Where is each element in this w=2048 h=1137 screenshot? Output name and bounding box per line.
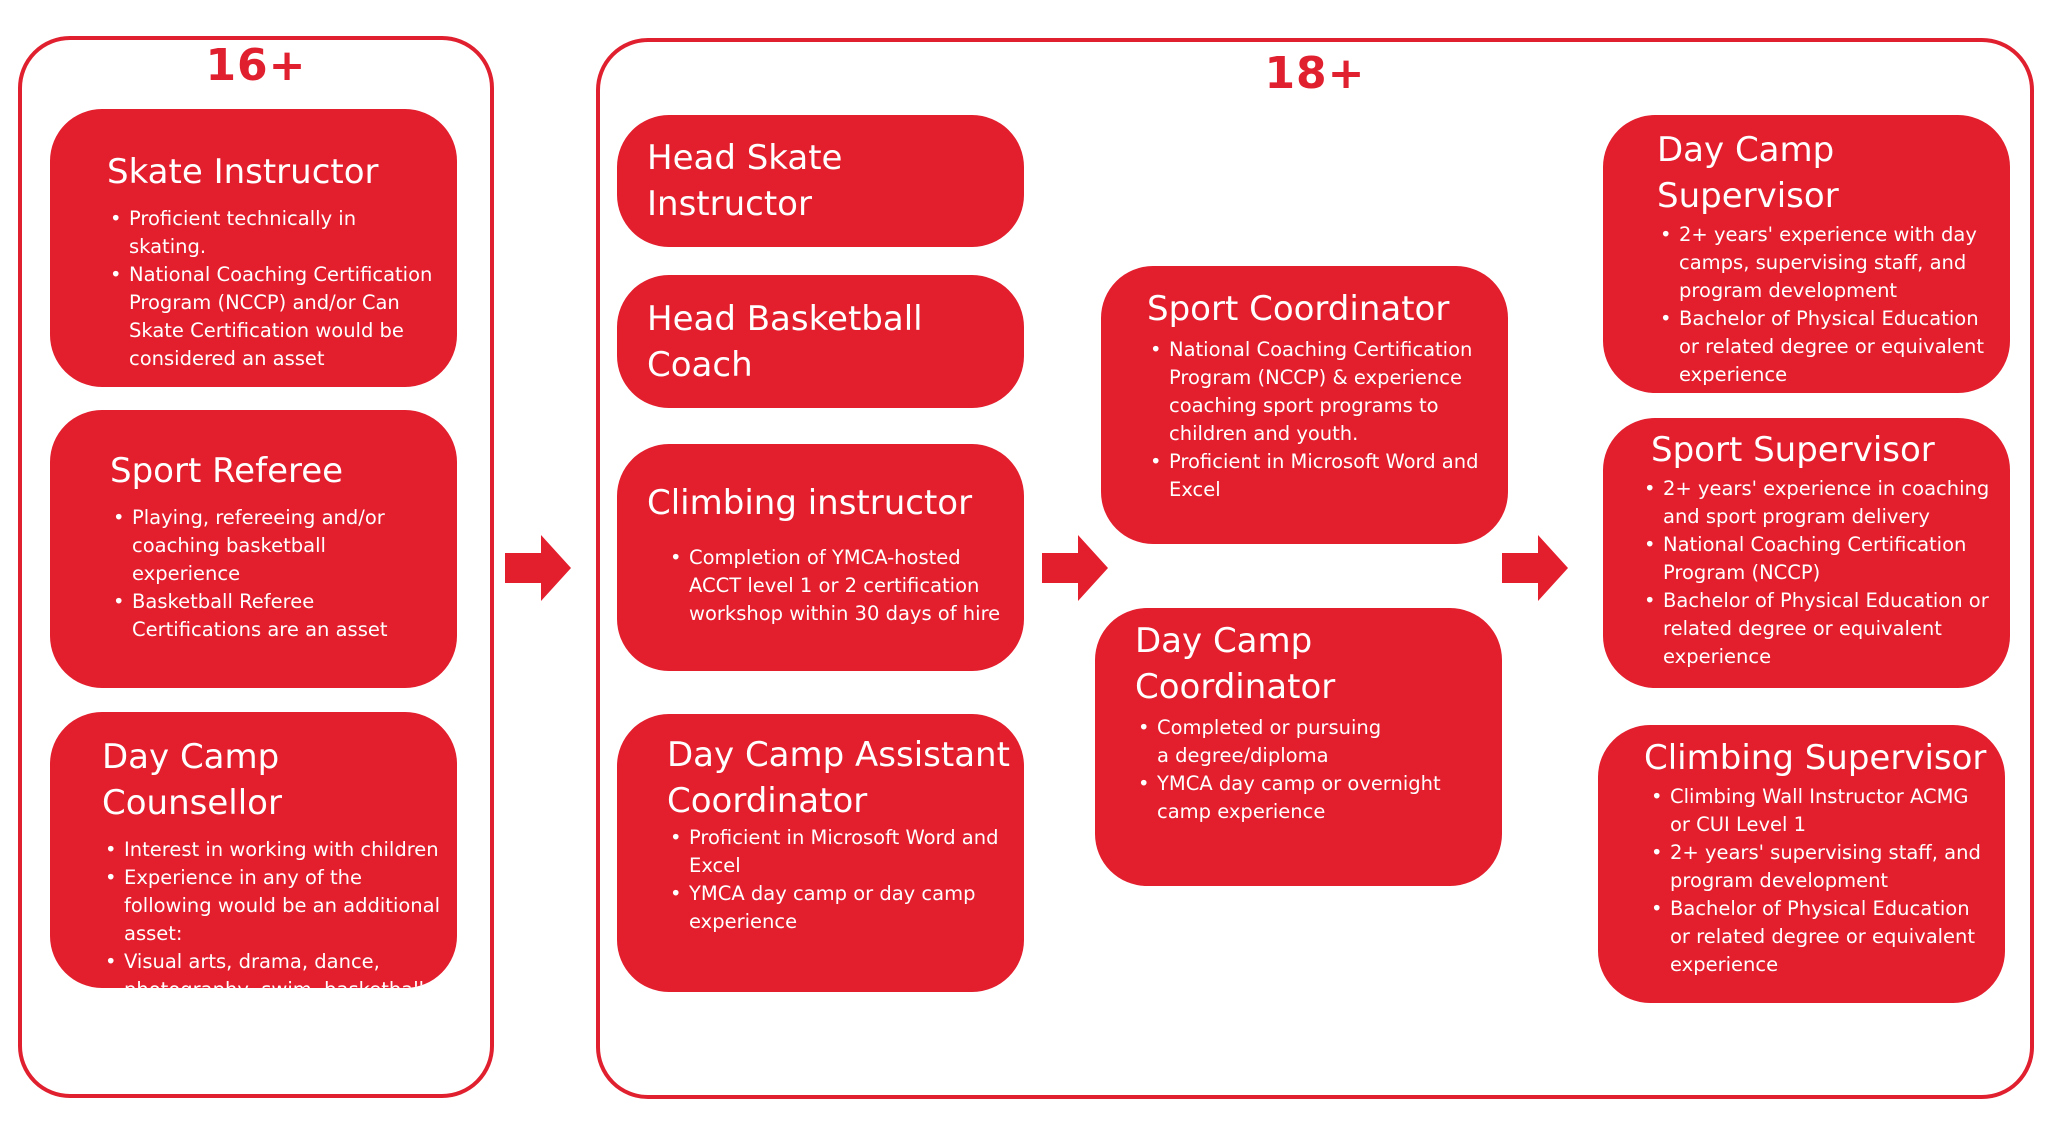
- bullet-list: Completion of YMCA-hosted ACCT level 1 o…: [667, 544, 1008, 628]
- list-item: Bachelor of Physical Education or relate…: [1644, 587, 2010, 671]
- list-item: National Coaching Certification Program …: [1644, 531, 2010, 587]
- list-item: Proficient technically in skating.: [110, 205, 437, 261]
- bullet-list: Climbing Wall Instructor ACMG or CUI Lev…: [1648, 783, 1991, 979]
- bullet-list: National Coaching Certification Program …: [1147, 336, 1492, 504]
- card-day-camp-counsellor: Day Camp Counsellor Interest in working …: [50, 712, 457, 988]
- list-item: Playing, refereeing and/or coaching bask…: [113, 504, 437, 588]
- list-item: Bachelor of Physical Education or relate…: [1660, 305, 1998, 389]
- bullet-list: 2+ years' experience in coaching and spo…: [1641, 475, 2010, 671]
- list-item: 2+ years' supervising staff, and program…: [1651, 839, 1991, 895]
- list-item: Bachelor of Physical Education or relate…: [1651, 895, 1991, 979]
- card-title: Sport Referee: [110, 451, 344, 491]
- list-item: Proficient in Microsoft Word and Excel: [1150, 448, 1492, 504]
- card-title: Day Camp Assistant Coordinator: [667, 735, 1010, 821]
- list-item: National Coaching Certification Program …: [1150, 336, 1492, 448]
- arrow-right-icon: [1042, 535, 1108, 601]
- card-sport-referee: Sport Referee Playing, refereeing and/or…: [50, 410, 457, 688]
- bullet-list: 2+ years' experience with day camps, sup…: [1657, 221, 1998, 389]
- bullet-list: Proficient technically in skating. Natio…: [107, 205, 437, 373]
- card-climbing-supervisor: Climbing Supervisor Climbing Wall Instru…: [1598, 725, 2005, 1003]
- card-title: Skate Instructor: [107, 152, 379, 192]
- list-item: National Coaching Certification Program …: [110, 261, 437, 373]
- card-title: Sport Supervisor: [1651, 430, 1935, 470]
- list-item: Experience in any of the following would…: [105, 864, 443, 948]
- list-item: YMCA day camp or overnight camp experien…: [1138, 770, 1482, 826]
- bullet-list: Playing, refereeing and/or coaching bask…: [110, 504, 437, 644]
- list-item: Proficient in Microsoft Word and Excel: [670, 824, 1010, 880]
- card-title: Climbing instructor: [647, 483, 973, 523]
- list-item: Basketball Referee Certifications are an…: [113, 588, 437, 644]
- list-item: Climbing Wall Instructor ACMG or CUI Lev…: [1651, 783, 1991, 839]
- card-day-camp-coordinator: Day Camp Coordinator Completed or pursui…: [1095, 608, 1502, 886]
- card-sport-coordinator: Sport Coordinator National Coaching Cert…: [1101, 266, 1508, 544]
- card-title: Day Camp Counsellor: [102, 737, 282, 823]
- card-title: Sport Coordinator: [1147, 289, 1450, 329]
- list-item: Interest in working with children: [105, 836, 443, 864]
- list-item: Completion of YMCA-hosted ACCT level 1 o…: [670, 544, 1008, 628]
- list-item: YMCA day camp or day camp experience: [670, 880, 1010, 936]
- card-title: Head Basketball Coach: [647, 298, 923, 385]
- arrow-right-icon: [505, 535, 571, 601]
- bullet-list: Completed or pursuing a degree/diploma Y…: [1135, 714, 1482, 826]
- card-title: Head Skate Instructor: [647, 138, 843, 224]
- card-title: Climbing Supervisor: [1644, 738, 1987, 778]
- card-sport-supervisor: Sport Supervisor 2+ years' experience in…: [1603, 418, 2010, 688]
- card-head-basketball-coach: Head Basketball Coach: [617, 275, 1024, 408]
- arrow-right-icon: [1502, 535, 1568, 601]
- card-title: Day Camp Supervisor: [1657, 130, 1839, 216]
- bullet-list: Proficient in Microsoft Word and Excel Y…: [667, 824, 1010, 936]
- card-day-camp-assistant-coordinator: Day Camp Assistant Coordinator Proficien…: [617, 714, 1024, 992]
- card-skate-instructor: Skate Instructor Proficient technically …: [50, 109, 457, 387]
- list-item: 2+ years' experience with day camps, sup…: [1660, 221, 1998, 305]
- list-item: Completed or pursuing a degree/diploma: [1138, 714, 1397, 770]
- card-climbing-instructor: Climbing instructor Completion of YMCA-h…: [617, 444, 1024, 671]
- list-item: Visual arts, drama, dance, photography, …: [105, 948, 443, 988]
- bullet-list: Interest in working with children Experi…: [102, 836, 443, 988]
- group-label-16-plus: 16+: [205, 40, 307, 91]
- group-label-18-plus: 18+: [1264, 48, 1366, 99]
- list-item: 2+ years' experience in coaching and spo…: [1644, 475, 2010, 531]
- card-title: Day Camp Coordinator: [1135, 621, 1336, 707]
- card-day-camp-supervisor: Day Camp Supervisor 2+ years' experience…: [1603, 115, 2010, 393]
- card-head-skate-instructor: Head Skate Instructor: [617, 115, 1024, 247]
